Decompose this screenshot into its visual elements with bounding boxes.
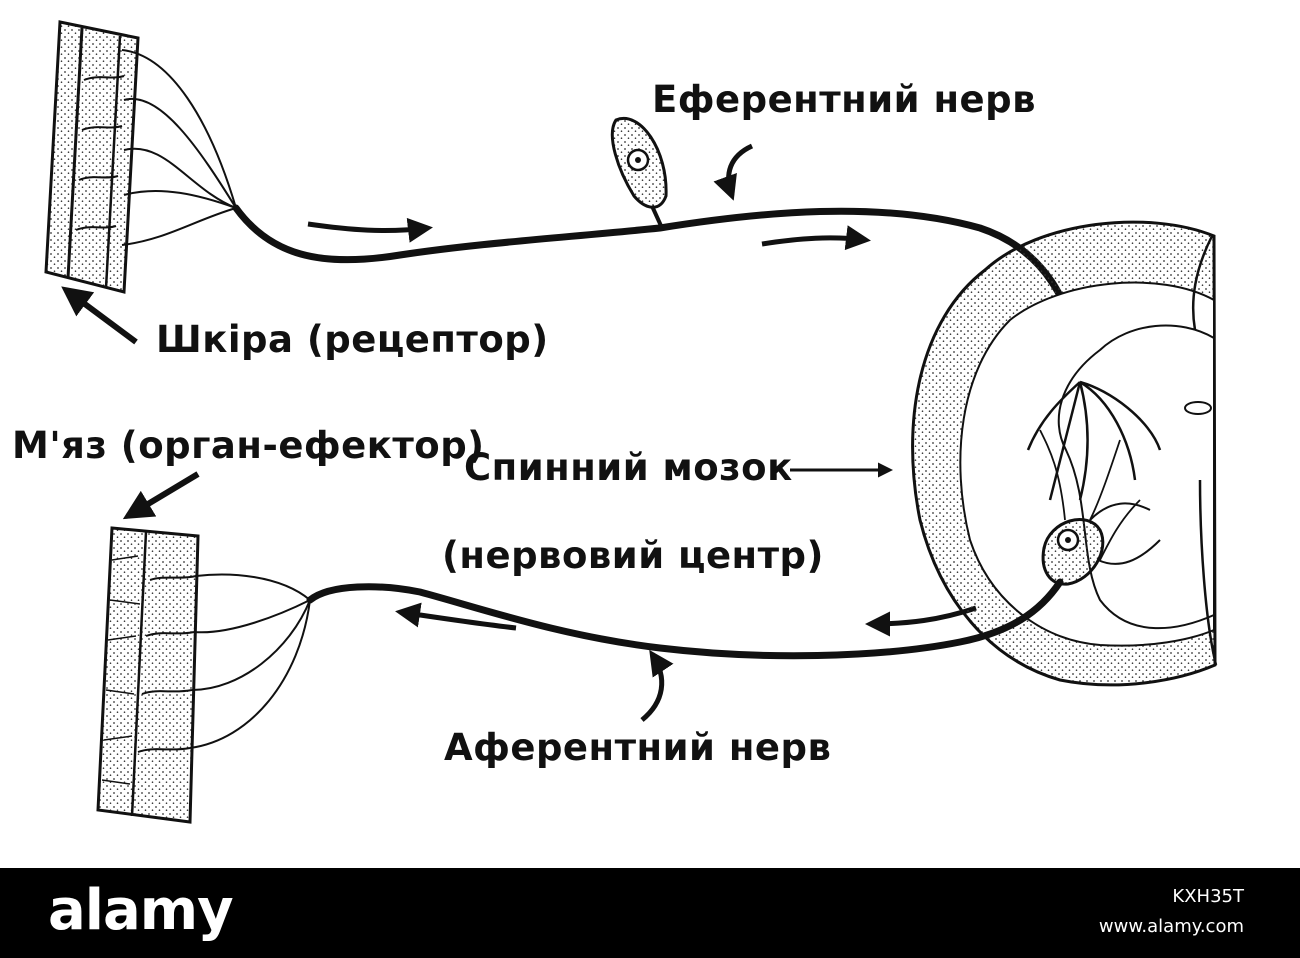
flow-arrow-upper-1 xyxy=(307,217,433,243)
skin-receptor-label: Шкіра (рецептор) xyxy=(156,318,549,361)
muscle-effector-label: М'яз (орган-ефектор) xyxy=(12,424,485,467)
nerve-center-label: (нервовий центр) xyxy=(442,534,824,577)
image-id: KXH35T xyxy=(1172,886,1244,907)
brand-logo: alamy xyxy=(48,878,234,943)
site-url: www.alamy.com xyxy=(1098,916,1244,937)
spinal-cord-section xyxy=(911,220,1218,687)
spinal-cord-label: Спинний мозок xyxy=(464,446,793,489)
efferent-pointer-arrow xyxy=(713,143,754,201)
skin-tissue xyxy=(44,20,237,294)
efferent-nerve-label: Еферентний нерв xyxy=(652,78,1037,121)
muscle-tissue xyxy=(96,526,311,824)
afferent-pointer-arrow xyxy=(640,649,674,722)
lower-nerve-fiber xyxy=(306,578,1064,660)
afferent-nerve-label: Аферентний нерв xyxy=(444,726,832,769)
flow-arrow-lower-2 xyxy=(395,602,517,631)
muscle-pointer-arrow xyxy=(122,471,200,520)
skin-pointer-arrow xyxy=(61,286,138,345)
flow-arrow-upper-2 xyxy=(761,225,871,251)
ganglion-neuron xyxy=(610,116,668,229)
reflex-arc-diagram xyxy=(44,20,1218,824)
watermark-footer: alamy KXH35T www.alamy.com xyxy=(0,868,1300,958)
